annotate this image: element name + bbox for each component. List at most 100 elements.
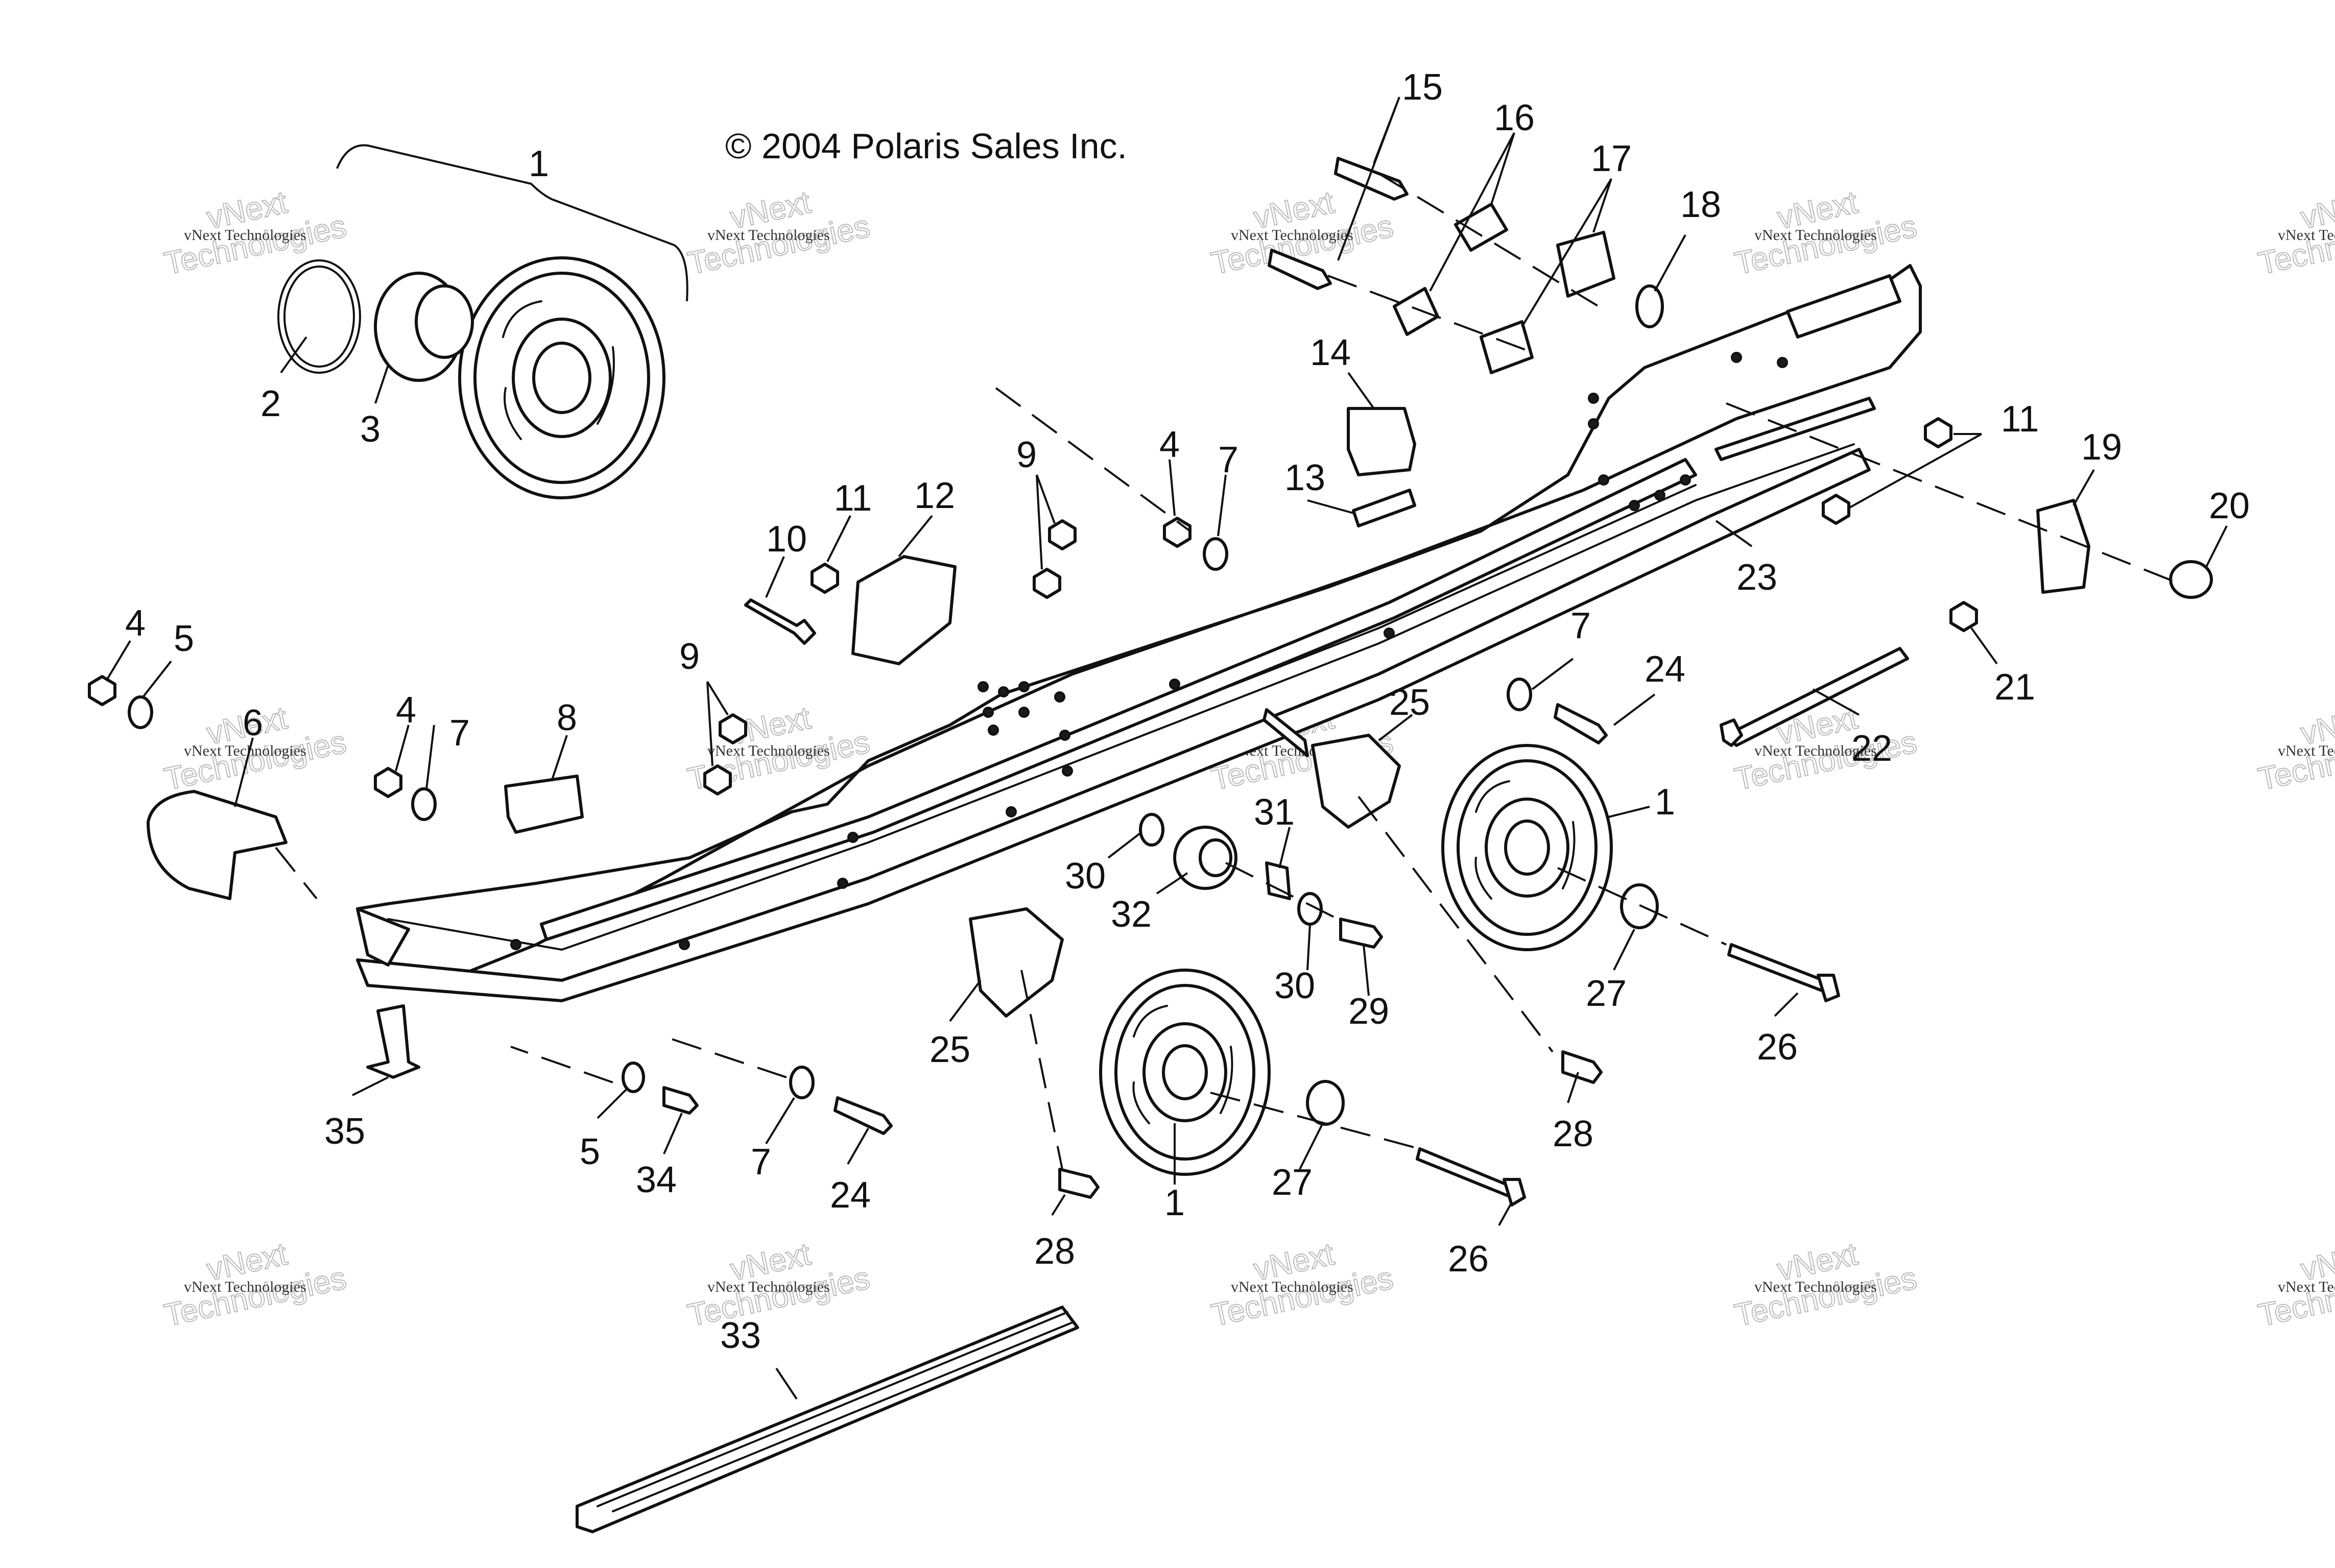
callout-10: 10	[766, 519, 807, 560]
leader-lines	[106, 97, 2228, 1400]
bushings-16	[1393, 203, 1508, 336]
wear-strip-33	[576, 1306, 1079, 1533]
callout-7-right: 7	[1570, 606, 1591, 646]
rail-assembly	[356, 264, 1922, 1002]
bolts	[662, 647, 1909, 1207]
watermark-small: vNext Technologies	[2278, 227, 2335, 244]
nut-4-mid	[374, 767, 402, 798]
callout-24-right: 24	[1645, 649, 1685, 690]
rail-upper-ridge	[540, 458, 1697, 941]
bolt-10	[744, 598, 816, 645]
rail-end-slot	[1786, 274, 1901, 339]
plug-20	[2169, 560, 2213, 599]
callout-25-left: 25	[930, 1029, 970, 1070]
callout-4-left: 4	[125, 603, 146, 644]
idler-wheel-right	[1441, 744, 1613, 951]
washer-5-low	[622, 1062, 645, 1093]
copyright-notice: © 2004 Polaris Sales Inc.	[725, 126, 1127, 166]
bolt-34	[662, 1086, 699, 1115]
callout-28-low: 28	[1034, 1231, 1075, 1272]
callout-1-right: 1	[1655, 782, 1675, 823]
callout-7-low: 7	[751, 1142, 771, 1183]
callout-29: 29	[1348, 991, 1389, 1032]
watermark-small: vNext Technologies	[2278, 742, 2335, 759]
bumper-6	[147, 790, 288, 900]
bracket-1	[336, 144, 688, 302]
callout-2: 2	[260, 383, 281, 424]
nut-21	[1949, 601, 1978, 632]
nut-4-left	[88, 675, 116, 706]
assembly-dashed-lines	[275, 173, 2176, 1170]
pin-24-a	[1554, 703, 1608, 744]
callout-8: 8	[557, 697, 577, 738]
callout-4-top: 4	[1159, 424, 1180, 465]
callout-labels: 1 1 1 2 3 4 4 4 5 5 6 7 7 7 7 8 9 9 10 1…	[125, 67, 2250, 1356]
nut-9-c	[719, 713, 747, 744]
idler-wheel-bottom	[1099, 969, 1271, 1176]
rail-short-strip	[1714, 397, 1876, 461]
washer-30-a	[1139, 813, 1164, 847]
callout-34: 34	[636, 1160, 677, 1200]
mount-25-a	[1311, 734, 1401, 829]
callout-11-left: 11	[834, 478, 872, 519]
watermark-small: vNext Technologies	[2278, 1278, 2335, 1295]
callout-21: 21	[1994, 667, 2035, 708]
bearing	[374, 272, 474, 382]
washer-5-left	[128, 695, 153, 729]
callout-14: 14	[1310, 332, 1351, 373]
pin-24-b	[833, 1096, 893, 1135]
block-14	[1347, 407, 1416, 476]
idler-wheel-top	[458, 256, 665, 499]
callout-5-left: 5	[174, 618, 194, 659]
bolt-28-b	[1058, 1168, 1100, 1199]
watermark-small: vNext Technologies	[1231, 227, 1353, 244]
watermark-small: vNext Technologies	[184, 1278, 306, 1295]
callout-13: 13	[1284, 457, 1325, 498]
rail-holes	[510, 352, 1788, 950]
callout-35: 35	[324, 1111, 365, 1152]
callout-9-top: 9	[1016, 435, 1037, 475]
bushings-17	[1480, 231, 1615, 374]
watermark-small: vNext Technologies	[1231, 1278, 1353, 1295]
watermark-small: vNext Technologies	[1754, 742, 1877, 759]
watermark-small: vNext Technologies	[184, 227, 306, 244]
callout-17: 17	[1591, 138, 1632, 179]
callout-22: 22	[1851, 728, 1892, 769]
callout-6: 6	[243, 703, 263, 743]
callout-11-right: 11	[2001, 399, 2039, 440]
rail-lower-channel	[356, 448, 1871, 1002]
washer-7-top	[1203, 537, 1228, 571]
callout-30-left: 30	[1065, 856, 1106, 897]
callout-20: 20	[2209, 486, 2250, 526]
nut-11-c	[1822, 494, 1850, 525]
washer-18	[1635, 284, 1664, 328]
callout-32: 32	[1111, 894, 1152, 935]
rail-front-tip	[356, 907, 410, 967]
watermark-small: vNext Technologies	[707, 742, 830, 759]
callout-33: 33	[720, 1315, 761, 1356]
callout-27-right: 27	[1586, 973, 1627, 1014]
bolt-22-head	[1720, 718, 1743, 747]
nut-9-b	[1033, 568, 1061, 599]
bolt-28-a	[1561, 1050, 1603, 1084]
callout-16: 16	[1494, 98, 1535, 138]
callout-25-right: 25	[1389, 682, 1430, 723]
callout-18: 18	[1680, 184, 1721, 225]
rivet-35	[366, 1004, 420, 1079]
pulley-32	[1173, 826, 1237, 890]
watermark-small: vNext Technologies	[184, 742, 306, 759]
hardware	[88, 284, 1978, 1126]
callout-1-bottom: 1	[1164, 1183, 1185, 1223]
plate-12	[851, 555, 957, 665]
watermark-small: vNext Technologies	[707, 227, 830, 244]
mount-25-b	[969, 907, 1064, 1018]
